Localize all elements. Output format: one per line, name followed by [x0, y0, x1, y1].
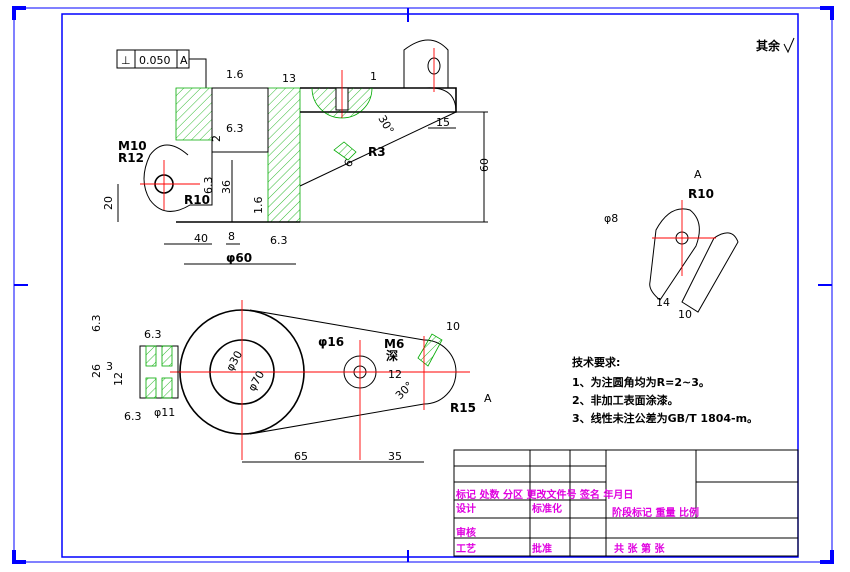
svg-text:10: 10: [446, 320, 460, 333]
svg-text:φ8: φ8: [604, 212, 618, 225]
svg-text:36: 36: [220, 180, 233, 194]
svg-text:共 张 第 张: 共 张 第 张: [614, 542, 665, 555]
svg-text:14: 14: [656, 296, 670, 309]
svg-text:1.6: 1.6: [226, 68, 244, 81]
svg-text:R12: R12: [118, 151, 144, 165]
svg-text:M6: M6: [384, 337, 404, 351]
svg-text:0.050: 0.050: [139, 54, 171, 67]
center-marks: [14, 8, 832, 562]
svg-text:技术要求:: 技术要求:: [572, 355, 620, 369]
svg-text:6.3: 6.3: [124, 410, 142, 423]
svg-text:6.3: 6.3: [144, 328, 162, 341]
svg-text:30°: 30°: [393, 379, 416, 402]
technical-requirements: 技术要求: 1、为注圆角均为R=2~3。 2、非加工表面涂漆。 3、线性未注公差…: [572, 355, 758, 425]
svg-text:深: 深: [386, 348, 398, 363]
svg-text:工艺: 工艺: [456, 542, 476, 555]
svg-text:12: 12: [388, 368, 402, 381]
svg-text:15: 15: [436, 116, 450, 129]
svg-text:1、为注圆角均为R=2~3。: 1、为注圆角均为R=2~3。: [572, 375, 710, 389]
roughness-icon: [783, 37, 795, 54]
svg-text:3、线性未注公差为GB/T 1804-m。: 3、线性未注公差为GB/T 1804-m。: [572, 411, 758, 425]
svg-text:30°: 30°: [375, 113, 396, 136]
auxiliary-view: A R10 φ8 14 10: [604, 168, 739, 321]
svg-text:1.6: 1.6: [252, 197, 265, 215]
svg-text:3: 3: [106, 360, 113, 373]
title-block: 标记 处数 分区 更改文件号 签名 年月日 设计 标准化 阶段标记 重量 比例 …: [453, 449, 799, 557]
svg-text:10: 10: [678, 308, 692, 321]
svg-text:φ60: φ60: [226, 251, 252, 265]
svg-text:标记 处数 分区 更改文件号 签名 年月日: 标记 处数 分区 更改文件号 签名 年月日: [455, 488, 633, 501]
svg-text:60: 60: [478, 158, 491, 172]
svg-text:阶段标记 重量 比例: 阶段标记 重量 比例: [612, 506, 699, 519]
svg-text:12: 12: [112, 372, 125, 386]
inner-border: [61, 13, 799, 558]
svg-text:6.3: 6.3: [226, 122, 244, 135]
svg-text:13: 13: [282, 72, 296, 85]
svg-text:设计: 设计: [456, 502, 476, 515]
svg-text:A: A: [484, 392, 492, 405]
svg-text:M10: M10: [118, 139, 147, 153]
svg-text:2: 2: [210, 135, 223, 142]
front-view: 60 15 20 40 8 φ60 36 2 M10 R12 R10 R3 6 …: [102, 39, 491, 265]
tolerance-frame: ⊥ 0.050 A: [116, 49, 207, 88]
top-view: 65 35 26 3 12 φ11 φ16 M6 深 12 30° 10 R15…: [90, 300, 492, 463]
svg-text:2、非加工表面涂漆。: 2、非加工表面涂漆。: [572, 393, 679, 407]
svg-text:φ11: φ11: [154, 406, 175, 419]
svg-text:65: 65: [294, 450, 308, 463]
svg-text:6.3: 6.3: [270, 234, 288, 247]
svg-text:批准: 批准: [532, 542, 552, 555]
svg-text:φ16: φ16: [318, 335, 344, 349]
svg-text:35: 35: [388, 450, 402, 463]
svg-text:1: 1: [370, 70, 377, 83]
svg-text:6.3: 6.3: [202, 177, 215, 195]
svg-text:R10: R10: [184, 193, 210, 207]
outer-border: [13, 7, 833, 563]
svg-text:⊥: ⊥: [121, 54, 131, 67]
corner-marks: [12, 6, 834, 564]
svg-text:R15: R15: [450, 401, 476, 415]
svg-text:8: 8: [228, 230, 235, 243]
svg-text:26: 26: [90, 364, 103, 378]
surface-note: 其余: [756, 38, 781, 53]
svg-text:R10: R10: [688, 187, 714, 201]
svg-text:40: 40: [194, 232, 208, 245]
svg-text:R3: R3: [368, 145, 386, 159]
svg-text:标准化: 标准化: [531, 502, 562, 515]
svg-text:审核: 审核: [456, 526, 476, 539]
svg-text:A: A: [694, 168, 702, 181]
svg-text:20: 20: [102, 196, 115, 210]
svg-text:6.3: 6.3: [90, 315, 103, 333]
svg-text:A: A: [180, 54, 188, 67]
